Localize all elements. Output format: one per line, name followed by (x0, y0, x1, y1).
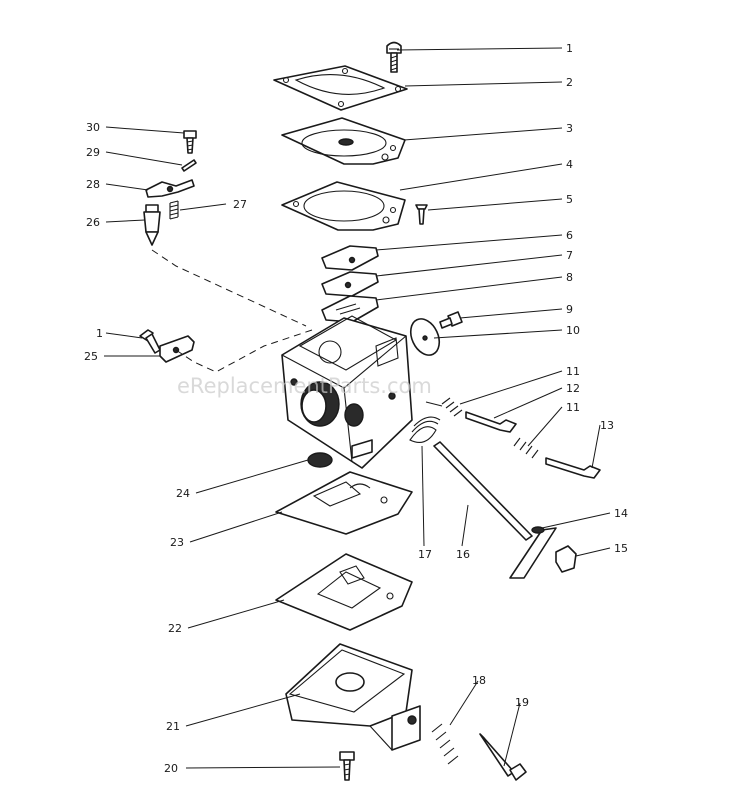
part-30-screw (183, 130, 197, 154)
part-22-gasket (275, 553, 413, 631)
part-1-screw-left (139, 329, 161, 354)
callout-1-left: 1 (96, 327, 103, 340)
callout-10: 10 (566, 324, 580, 337)
part-24-screen (307, 452, 333, 468)
callout-8: 8 (566, 271, 573, 284)
callout-22: 22 (168, 622, 182, 635)
part-1-screw (386, 41, 402, 73)
watermark: eReplacementParts.com (177, 374, 432, 398)
callout-11-lower: 11 (566, 401, 580, 414)
callout-1-top: 1 (566, 42, 573, 55)
part-27-spring (169, 200, 179, 220)
part-6-lever (321, 245, 379, 271)
part-17-spring (409, 416, 441, 443)
callout-26: 26 (86, 216, 100, 229)
callout-9: 9 (566, 303, 573, 316)
part-7-lever (321, 271, 379, 297)
part-5-screw (415, 204, 428, 225)
callout-6: 6 (566, 229, 573, 242)
part-19-needle (479, 733, 527, 781)
callout-5: 5 (566, 193, 573, 206)
callout-18: 18 (472, 674, 486, 687)
part-18-spring (431, 723, 459, 765)
callout-labels: 1 2 3 4 5 6 7 8 9 10 11 12 11 13 14 15 1… (84, 42, 628, 775)
part-2-cover (273, 65, 408, 111)
callout-7: 7 (566, 249, 573, 262)
callout-19: 19 (515, 696, 529, 709)
part-10-disc (409, 318, 441, 356)
callout-17: 17 (418, 548, 432, 561)
part-9-screw (439, 311, 463, 329)
part-15-nut (555, 545, 577, 573)
part-16-shaft (433, 441, 557, 579)
callout-12: 12 (566, 382, 580, 395)
part-4-gasket (281, 181, 406, 231)
callout-30: 30 (86, 121, 100, 134)
part-12-adjust-needle (425, 397, 517, 433)
callout-24: 24 (176, 487, 190, 500)
part-8-gasket (321, 295, 379, 323)
callout-28: 28 (86, 178, 100, 191)
callout-2: 2 (566, 76, 573, 89)
callout-11-upper: 11 (566, 365, 580, 378)
callout-15: 15 (614, 542, 628, 555)
part-28-lever (145, 179, 195, 198)
callout-13: 13 (600, 419, 614, 432)
callout-23: 23 (170, 536, 184, 549)
part-26-needle (143, 204, 161, 246)
part-20-screw (339, 751, 355, 781)
callout-25: 25 (84, 350, 98, 363)
part-21-pump-body (285, 643, 421, 751)
callout-14: 14 (614, 507, 628, 520)
part-14-washer (531, 526, 545, 534)
callout-29: 29 (86, 146, 100, 159)
part-13-adjust-needle (513, 437, 601, 479)
callout-20: 20 (164, 762, 178, 775)
callout-16: 16 (456, 548, 470, 561)
assembly-lines (151, 249, 313, 373)
part-3-diaphragm (281, 117, 406, 165)
callout-4: 4 (566, 158, 573, 171)
callout-27: 27 (233, 198, 247, 211)
part-29-pin (181, 159, 197, 172)
carburetor-body (281, 315, 413, 469)
callout-21: 21 (166, 720, 180, 733)
part-23-plate (275, 471, 413, 535)
callout-3: 3 (566, 122, 573, 135)
leader-lines (104, 47, 611, 769)
